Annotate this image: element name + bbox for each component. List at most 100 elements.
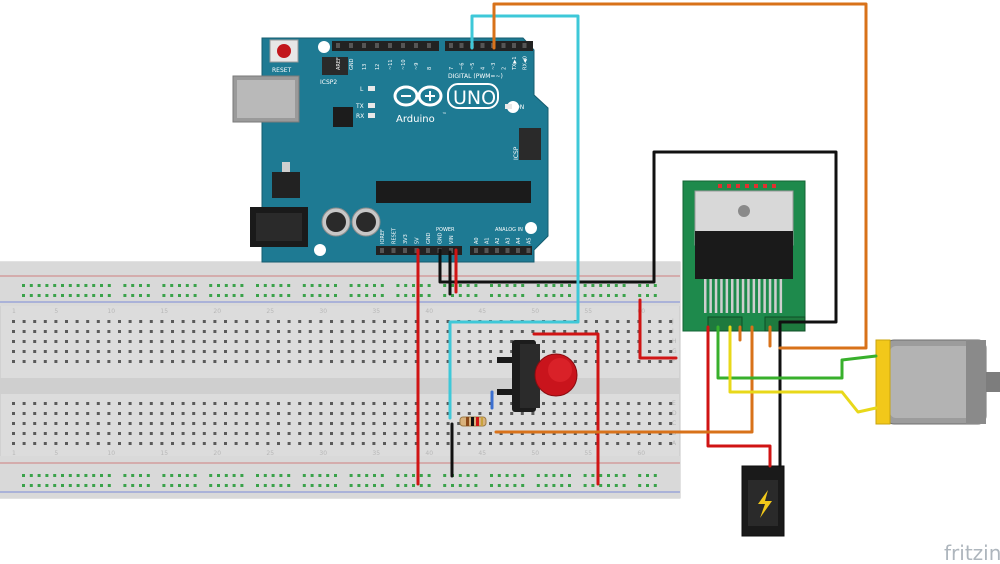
hole (552, 442, 556, 445)
column-number: 30 (319, 450, 327, 457)
rail-hole (521, 474, 525, 477)
header-pin (427, 43, 431, 48)
header-pin (388, 43, 392, 48)
rail-hole (536, 474, 540, 477)
hole (404, 330, 408, 333)
hole (107, 412, 111, 415)
header-pin (512, 43, 516, 48)
rail-hole (271, 484, 275, 487)
hole (478, 442, 482, 445)
rail-hole (599, 484, 603, 487)
hole (478, 330, 482, 333)
rail-hole (92, 294, 96, 297)
hole (149, 330, 153, 333)
header-pin (349, 43, 353, 48)
hole (86, 422, 90, 425)
hole (467, 360, 471, 363)
hole (65, 360, 68, 363)
rail-hole (622, 474, 626, 477)
hole (107, 330, 111, 333)
rail-hole (45, 284, 49, 287)
rail-hole (443, 284, 447, 287)
hole (202, 422, 206, 425)
hole (33, 412, 37, 415)
rail-hole (536, 284, 540, 287)
hole (54, 350, 58, 353)
hole (457, 432, 461, 435)
rail-hole (310, 284, 314, 287)
hole (298, 360, 302, 363)
hole (149, 402, 153, 405)
hole (425, 442, 429, 445)
rail-hole (451, 484, 454, 487)
hole (65, 320, 68, 323)
rail-hole (178, 284, 181, 287)
rail-hole (326, 484, 330, 487)
atmega-chip (376, 181, 531, 203)
header-pin (736, 184, 740, 188)
hole (43, 422, 47, 425)
hole (414, 330, 418, 333)
hole (351, 412, 355, 415)
hole (340, 360, 344, 363)
hole (234, 360, 238, 363)
push-button[interactable] (497, 340, 578, 412)
reset-button[interactable] (269, 39, 299, 63)
led-l (368, 86, 375, 91)
hole (86, 350, 90, 353)
led-on (505, 104, 512, 109)
hole (393, 320, 397, 323)
rail-hole (162, 474, 166, 477)
rail-hole (622, 294, 626, 297)
hole (436, 320, 439, 323)
hole (351, 320, 355, 323)
rail-hole (552, 484, 556, 487)
hole (605, 340, 609, 343)
hole (33, 340, 37, 343)
hole (658, 422, 662, 425)
rail-hole (263, 294, 267, 297)
rail-hole (466, 284, 470, 287)
rail-hole (326, 474, 330, 477)
rail-hole (349, 474, 353, 477)
hole (245, 330, 249, 333)
hole (340, 412, 344, 415)
hole (404, 350, 408, 353)
rail-hole (349, 284, 353, 287)
hole (65, 412, 68, 415)
row-letter: A (672, 440, 677, 447)
analog-pin-label: A3 (506, 237, 512, 244)
hole (213, 442, 217, 445)
rail-hole (552, 284, 556, 287)
rail-hole (185, 294, 189, 297)
hole (33, 350, 37, 353)
column-number: 45 (478, 450, 486, 457)
rail-hole (76, 474, 80, 477)
hole (213, 340, 217, 343)
uno-badge (447, 83, 499, 109)
rail-hole (466, 484, 470, 487)
hole (319, 422, 323, 425)
hole (584, 330, 588, 333)
rail-hole (22, 484, 25, 487)
rail-hole (357, 484, 361, 487)
rail-hole (193, 474, 197, 477)
analog-pin-label: A1 (485, 237, 491, 244)
ic-leg (752, 279, 756, 313)
hole (245, 340, 249, 343)
rail-hole (61, 284, 64, 287)
hole (520, 330, 524, 333)
hole (213, 412, 217, 415)
hole (128, 442, 132, 445)
hole (255, 402, 259, 405)
header-pin (763, 184, 767, 188)
header-pin (505, 248, 510, 253)
rail-hole (614, 294, 618, 297)
mount-hole (525, 222, 537, 234)
hole (626, 330, 630, 333)
ic-leg (720, 279, 723, 313)
hole (573, 350, 577, 353)
hole (340, 422, 344, 425)
hole (22, 320, 26, 323)
breadboard-holes (12, 284, 673, 487)
